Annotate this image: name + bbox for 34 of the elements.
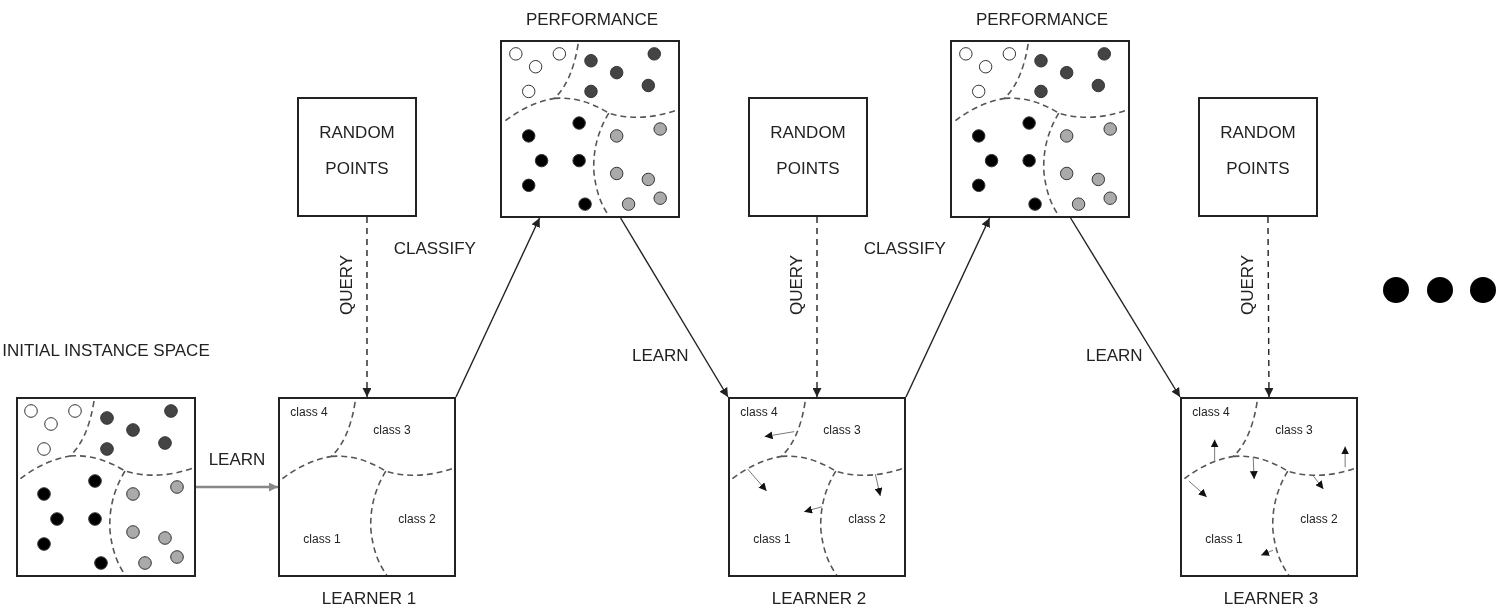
box-caption: LEARNER 2	[770, 588, 868, 610]
box-heading: PERFORMANCE	[524, 9, 660, 31]
arrow	[1264, 216, 1274, 398]
region-label: class 4	[740, 405, 778, 419]
edge-label: QUERY	[787, 253, 807, 317]
region-label: class 4	[290, 405, 328, 419]
box-caption: LEARNER 1	[320, 588, 418, 610]
region-label: class 4	[1192, 405, 1230, 419]
box-label: RANDOM POINTS	[769, 122, 847, 180]
region-label: class 1	[1205, 532, 1243, 546]
arrow	[812, 216, 822, 398]
region-label: class 2	[398, 512, 436, 526]
region-label: class 1	[303, 532, 341, 546]
box-label: RANDOM POINTS	[318, 122, 396, 180]
arrow	[1069, 217, 1181, 398]
arrow	[196, 482, 278, 492]
arrow	[362, 216, 372, 398]
region-label: class 1	[753, 532, 791, 546]
box-caption: LEARNER 3	[1222, 588, 1320, 610]
arrow	[905, 217, 991, 398]
process-box	[1198, 97, 1318, 217]
region-label: class 3	[373, 423, 411, 437]
region-label: class 3	[1275, 423, 1313, 437]
process-box	[748, 97, 868, 217]
region-label: class 2	[1300, 512, 1338, 526]
box-heading: PERFORMANCE	[974, 9, 1110, 31]
process-box	[297, 97, 417, 217]
edge-label: QUERY	[1238, 253, 1259, 317]
arrow	[619, 217, 729, 398]
arrow	[455, 217, 541, 398]
region-label: class 3	[823, 423, 861, 437]
box-heading: INITIAL INSTANCE SPACE	[1, 340, 211, 362]
box-label: RANDOM POINTS	[1219, 122, 1297, 180]
region-label: class 2	[848, 512, 886, 526]
